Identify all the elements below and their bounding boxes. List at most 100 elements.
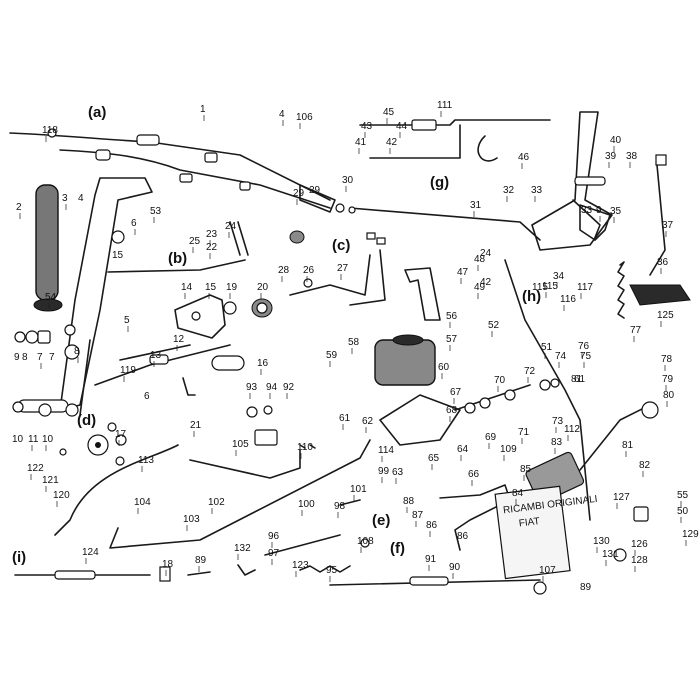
clip-56 [404, 267, 441, 321]
callout-113: 113 [138, 455, 154, 466]
callout-130: 130 [593, 536, 610, 547]
cable-assembly-a [9, 128, 336, 213]
callout-80: 80 [663, 390, 675, 401]
reservoir-59 [374, 334, 436, 386]
callout-102: 102 [208, 497, 225, 508]
callout-112: 112 [564, 424, 580, 435]
callout-31: 31 [470, 200, 482, 211]
callout-126: 126 [631, 539, 648, 550]
callout-18: 18 [162, 559, 174, 570]
callout-107: 107 [539, 565, 556, 576]
callout-90: 90 [449, 562, 461, 573]
callout-40: 40 [610, 135, 622, 146]
callout-118: 118 [42, 125, 58, 136]
callout-115: 115 [542, 281, 558, 292]
callout-10: 10 [42, 434, 54, 445]
callout-68: 68 [446, 405, 458, 416]
callout-127: 127 [613, 492, 630, 503]
callout-13: 13 [150, 350, 162, 361]
section-label-g: (g) [430, 174, 449, 191]
washers-left [12, 324, 79, 417]
callout-42: 42 [386, 137, 398, 148]
callout-45: 45 [383, 107, 395, 118]
section-labels: (a)(b)(c)(d)(e)(f)(g)(h)(i) [12, 104, 541, 566]
callout-11: 11 [28, 434, 39, 445]
callout-76: 76 [578, 341, 590, 352]
callout-repeat-86-13: 86 [457, 531, 469, 542]
callout-65: 65 [428, 453, 440, 464]
callout-52: 52 [488, 320, 500, 331]
callout-128: 128 [631, 555, 648, 566]
callout-105: 105 [232, 439, 249, 450]
callout-14: 14 [181, 282, 193, 293]
callout-95: 95 [326, 565, 338, 576]
callout-12: 12 [173, 334, 185, 345]
section-label-a: (a) [88, 104, 106, 121]
bracket-125 [629, 284, 691, 306]
parts-d [59, 422, 127, 466]
callout-20: 20 [257, 282, 269, 293]
callout-110: 110 [297, 442, 313, 453]
leader-lines [19, 111, 687, 582]
callout-75: 75 [580, 351, 592, 362]
callout-repeat-42-8: 42 [480, 277, 492, 288]
callout-59: 59 [326, 350, 338, 361]
callout-98: 98 [334, 501, 346, 512]
callout-74: 74 [555, 351, 567, 362]
callout-34: 34 [553, 271, 565, 282]
callout-60: 60 [438, 362, 450, 373]
callout-97: 97 [268, 548, 280, 559]
callout-93: 93 [246, 382, 258, 393]
callout-57: 57 [446, 334, 458, 345]
callout-67: 67 [450, 387, 462, 398]
callout-22: 22 [206, 242, 218, 253]
callout-104: 104 [134, 497, 151, 508]
callout-63: 63 [392, 467, 404, 478]
cables-c [289, 230, 386, 306]
card-107 [494, 485, 571, 580]
callout-82: 82 [639, 460, 651, 471]
callout-96: 96 [268, 531, 280, 542]
callout-9: 9 [596, 205, 602, 216]
callout-repeat-10-7: 10 [12, 434, 24, 445]
bracket-group [174, 294, 273, 339]
callout-78: 78 [661, 354, 673, 365]
callout-55: 55 [677, 490, 689, 501]
callout-32: 32 [503, 185, 515, 196]
callout-16: 16 [257, 358, 269, 369]
callout-29: 29 [293, 188, 305, 199]
callout-51: 51 [541, 342, 553, 353]
cables-e [264, 499, 370, 573]
callout-39: 39 [605, 151, 617, 162]
rod-h [504, 259, 591, 521]
callout-8: 8 [74, 346, 80, 357]
callout-70: 70 [494, 375, 506, 386]
callout-64: 64 [457, 444, 469, 455]
callout-48: 48 [474, 254, 486, 265]
callout-6: 6 [131, 218, 137, 229]
callout-37: 37 [662, 220, 674, 231]
callout-19: 19 [226, 282, 238, 293]
callout-28: 28 [278, 265, 290, 276]
callout-repeat-115-11: 115 [532, 282, 548, 293]
callout-101: 101 [350, 484, 367, 495]
callout-94: 94 [266, 382, 278, 393]
callout-repeat-4-0: 4 [78, 193, 84, 204]
callout-72: 72 [524, 366, 536, 377]
callout-38: 38 [626, 151, 638, 162]
callout-27: 27 [337, 263, 349, 274]
callout-86: 86 [426, 520, 438, 531]
callout-21: 21 [190, 420, 202, 431]
callout-119: 119 [120, 365, 136, 376]
callout-89: 89 [195, 555, 207, 566]
callout-2: 2 [16, 202, 22, 213]
callout-83: 83 [551, 437, 563, 448]
callout-73: 73 [552, 416, 564, 427]
callout-69: 69 [485, 432, 497, 443]
cable-104 [54, 444, 179, 536]
callout-5: 5 [124, 315, 130, 326]
callout-132: 132 [234, 543, 251, 554]
callout-43: 43 [361, 121, 373, 132]
